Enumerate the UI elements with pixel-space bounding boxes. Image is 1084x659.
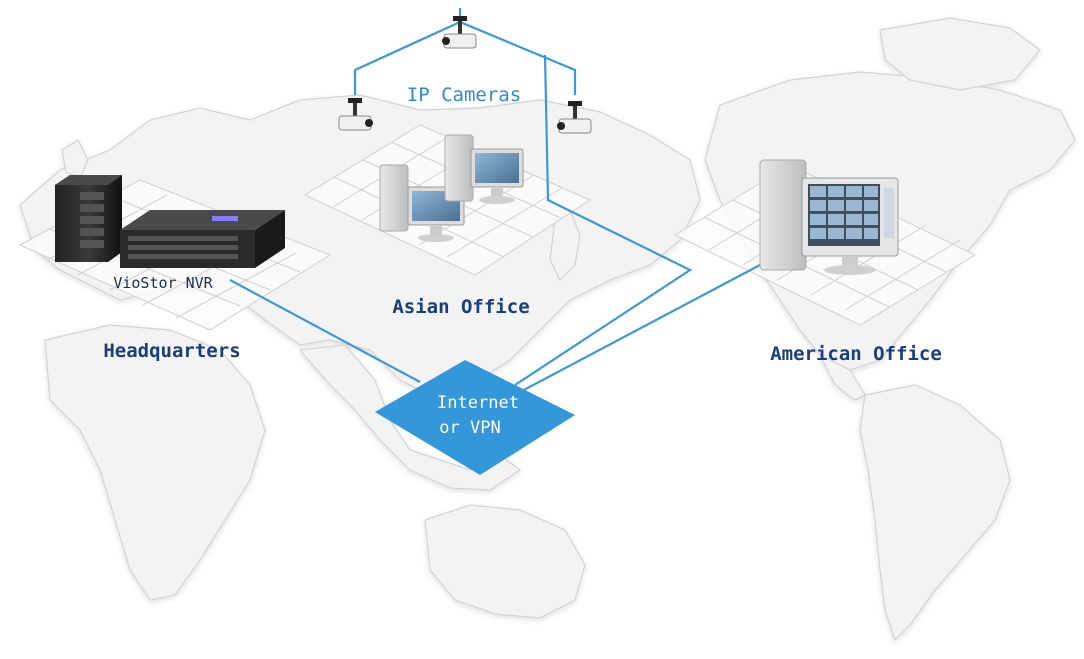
asian-office-link <box>514 54 693 386</box>
desktop-computer-icon <box>444 134 524 204</box>
world-map <box>19 17 1076 642</box>
map-greenland <box>879 17 1041 91</box>
map-south-america <box>859 384 1011 642</box>
internet-vpn-node: Internet or VPN <box>375 360 575 475</box>
internet-vpn-diamond <box>375 360 575 475</box>
nvr-label: VioStor NVR <box>113 274 213 292</box>
network-label-line2: or VPN <box>439 418 500 438</box>
asian-office-label: Asian Office <box>392 296 529 318</box>
network-label-line1: Internet <box>437 393 519 413</box>
map-britain <box>61 139 89 179</box>
map-south-asia <box>298 344 522 491</box>
desktop-computer-icon <box>759 159 899 275</box>
map-africa <box>44 324 266 601</box>
headquarters-label: Headquarters <box>103 340 240 362</box>
ceiling-camera-icon <box>442 16 477 49</box>
ip-cameras-label: IP Cameras <box>407 84 521 106</box>
rack-server-icon <box>120 210 285 268</box>
nas-tower-icon <box>55 175 122 262</box>
ceiling-camera-icon <box>557 101 592 134</box>
ceiling-camera-icon <box>338 98 373 131</box>
nvr-devices <box>55 175 285 268</box>
map-central-america <box>818 353 866 401</box>
map-australia <box>424 504 586 619</box>
american-office-link <box>519 264 761 393</box>
american-office-label: American Office <box>770 343 942 365</box>
headquarters-link <box>229 279 421 383</box>
